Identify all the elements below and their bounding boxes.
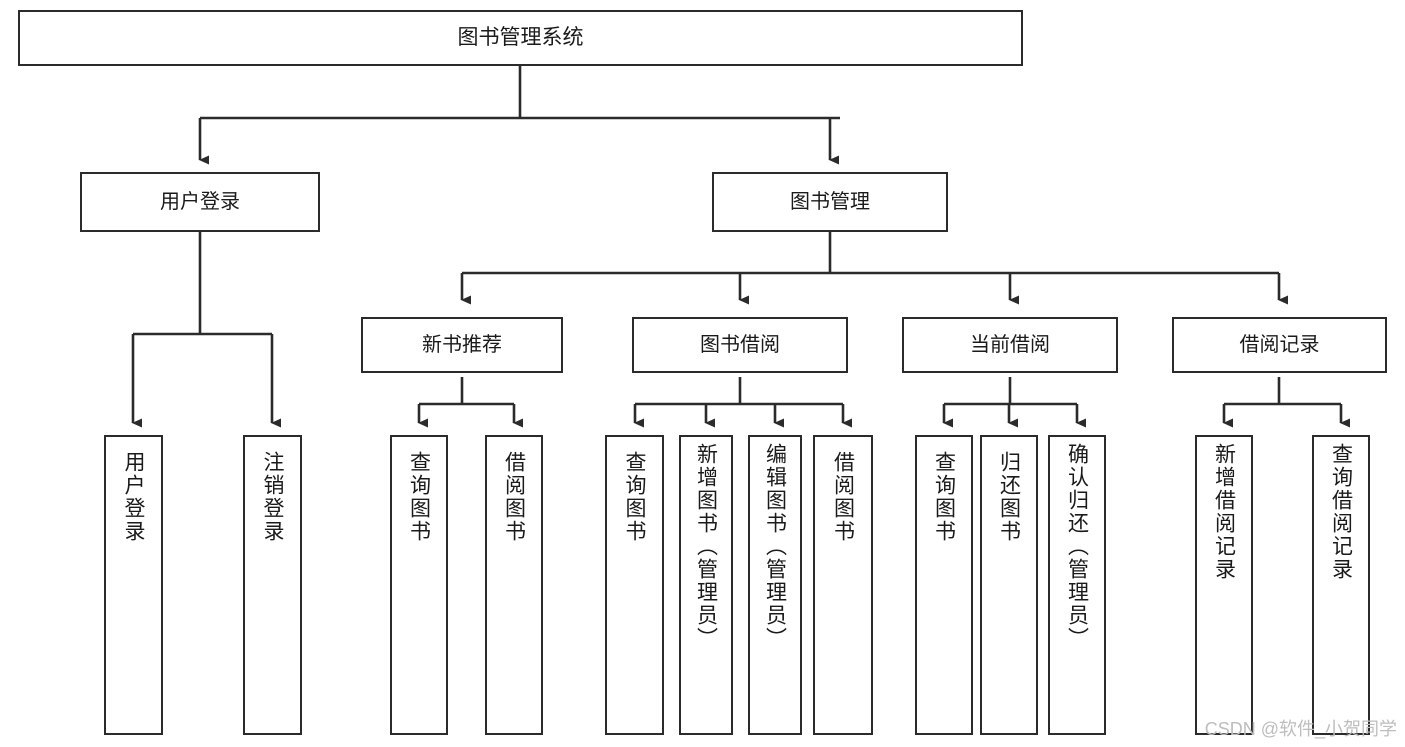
leaf-new-book-query[interactable]: 查询图书	[390, 435, 448, 735]
node-label: 借阅图书	[502, 451, 526, 543]
node-label: 用户登录	[160, 190, 240, 213]
leaf-book-borrow-borrow[interactable]: 借阅图书	[813, 435, 873, 735]
node-book-management[interactable]: 图书管理	[712, 172, 948, 232]
node-borrow-record[interactable]: 借阅记录	[1172, 317, 1387, 373]
node-label: 借阅图书	[831, 451, 855, 543]
node-label: 图书借阅	[700, 333, 780, 356]
node-label: 查询图书	[623, 451, 646, 543]
leaf-borrow-record-query[interactable]: 查询借阅记录	[1312, 435, 1370, 735]
node-label: 当前借阅	[970, 333, 1050, 356]
node-label: 注销登录	[261, 451, 284, 543]
node-label: 借阅记录	[1239, 333, 1320, 356]
node-label: 新增图书（管理员）	[694, 443, 718, 650]
node-label: 新书推荐	[422, 333, 502, 356]
leaf-new-book-borrow[interactable]: 借阅图书	[485, 435, 543, 735]
node-label: 编辑图书（管理员）	[763, 443, 787, 650]
node-book-borrow[interactable]: 图书借阅	[632, 317, 848, 373]
node-root-system[interactable]: 图书管理系统	[18, 10, 1023, 66]
leaf-book-borrow-query[interactable]: 查询图书	[605, 435, 664, 735]
node-label: 查询借阅记录	[1329, 443, 1353, 581]
node-label: 查询图书	[407, 451, 431, 543]
leaf-borrow-record-add[interactable]: 新增借阅记录	[1195, 435, 1253, 735]
watermark-text: CSDN @软件_小贺同学	[1204, 719, 1397, 739]
node-label: 图书管理系统	[457, 26, 584, 50]
node-label: 图书管理	[790, 190, 870, 213]
leaf-user-login-login[interactable]: 用户登录	[104, 435, 163, 735]
leaf-current-borrow-confirm[interactable]: 确认归还（管理员）	[1048, 435, 1106, 735]
leaf-book-borrow-add[interactable]: 新增图书（管理员）	[679, 435, 733, 735]
node-label: 归还图书	[997, 451, 1021, 543]
node-current-borrow[interactable]: 当前借阅	[902, 317, 1118, 373]
node-label: 用户登录	[122, 451, 145, 543]
node-user-login[interactable]: 用户登录	[80, 172, 320, 232]
node-label: 新增借阅记录	[1212, 443, 1236, 581]
leaf-current-borrow-return[interactable]: 归还图书	[980, 435, 1038, 735]
leaf-book-borrow-edit[interactable]: 编辑图书（管理员）	[748, 435, 802, 735]
leaf-user-login-logout[interactable]: 注销登录	[243, 435, 302, 735]
node-label: 确认归还（管理员）	[1065, 443, 1089, 650]
node-new-book-recommend[interactable]: 新书推荐	[361, 317, 563, 373]
node-label: 查询图书	[932, 451, 956, 543]
leaf-current-borrow-query[interactable]: 查询图书	[915, 435, 973, 735]
